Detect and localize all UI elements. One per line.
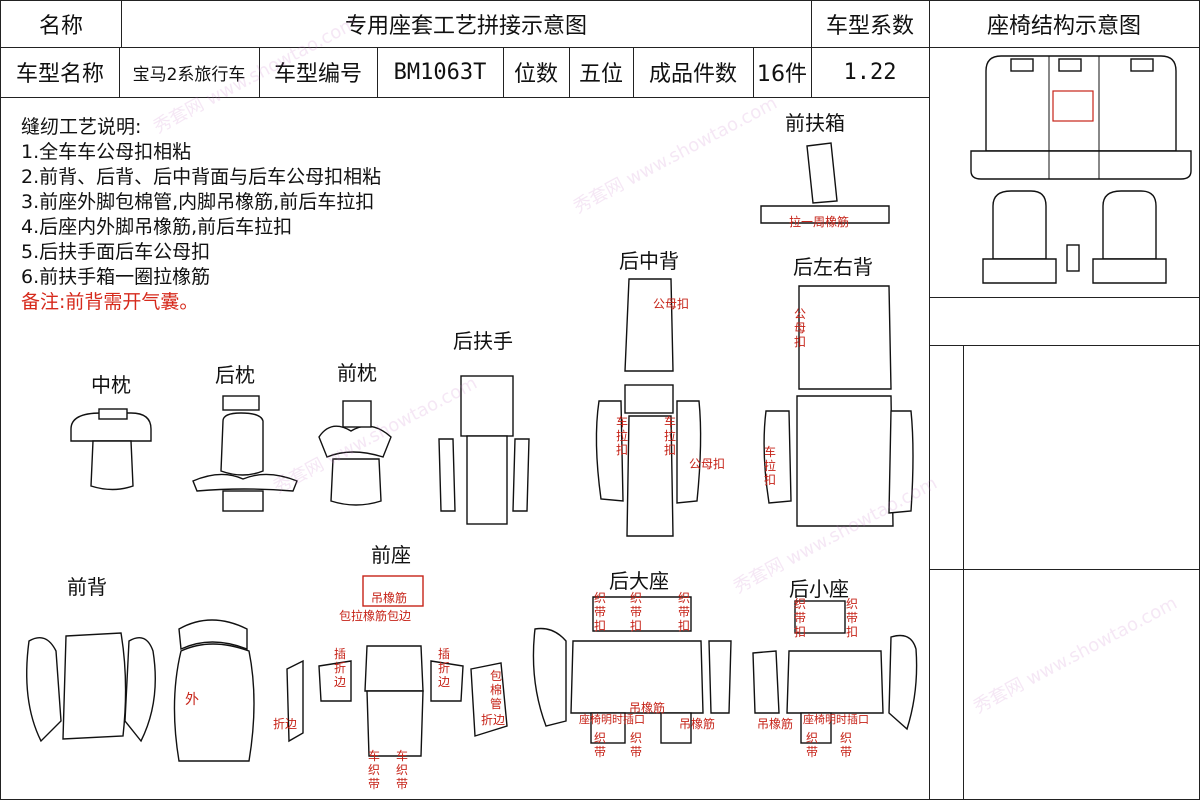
seats-label: 位数 [513,62,558,87]
annotation: 折边 [481,713,506,727]
annotation: 车织带 [367,749,380,791]
grid-line [121,1,122,47]
coef-value: 1.22 [843,59,897,85]
notes-title: 缝纫工艺说明: [21,116,142,138]
annotation: 座椅明时插口 [803,713,869,726]
annotation: 包拉橡筋包边 [339,609,412,623]
annotation: 织带 [805,731,818,759]
annotation: 织带 [629,731,642,759]
model-code-label: 车型编号 [273,62,362,87]
annotation: 车织带 [395,749,408,791]
label-rear-lr-back: 后左右背 [793,255,873,279]
note-item: 5.后扶手面后车公母扣 [21,241,211,263]
annotation: 吊橡筋 [757,717,794,731]
annotation: 车拉扣 [763,445,776,487]
grid-line [929,345,1199,346]
note-item: 4.后座内外脚吊橡筋,前后车拉扣 [21,216,293,238]
annotation: 吊橡筋 [629,701,666,715]
annotation: 车拉扣 [615,415,628,457]
annotation: 公母扣 [653,297,690,311]
annotation: 织带 [593,731,606,759]
grid-line [963,345,964,799]
note-item: 6.前扶手箱一圈拉橡筋 [21,266,211,288]
model-name-value: 宝马2系旅行车 [132,64,246,85]
annotation: 座椅明时插口 [579,713,645,726]
note-item: 1.全车车公母扣相粘 [21,141,192,163]
label-rear-headrest: 后枕 [215,363,255,387]
structure-label: 座椅结构示意图 [986,14,1141,39]
label-rear-small-seat: 后小座 [789,577,849,601]
grid-line [1,97,929,98]
annotation: 吊橡筋 [371,591,408,605]
pieces-value: 16件 [757,62,807,87]
annotation: 吊橡筋 [679,717,716,731]
label-front-armbox: 前扶箱 [785,111,845,135]
grid-line [503,47,504,97]
annotation: 织带 [839,731,852,759]
note-item: 2.前背、后背、后中背面与后车公母扣相粘 [21,166,382,188]
annotation: 公母扣 [793,307,806,349]
annotation: 插折边 [333,647,346,689]
annotation: 外 [185,692,199,708]
grid-line [259,47,260,97]
grid-line [119,47,120,97]
notes-remark: 备注:前背需开气囊。 [21,291,199,313]
label-rear-center-back: 后中背 [619,249,679,273]
grid-line [753,47,754,97]
grid-line [569,47,570,97]
label-front-back: 前背 [67,575,107,599]
label-center-headrest: 中枕 [91,373,131,397]
annotation: 织带扣 [593,591,606,633]
sewing-notes: 缝纫工艺说明: 1.全车车公母扣相粘 2.前背、后背、后中背面与后车公母扣相粘 … [21,115,381,315]
grid-line [377,47,378,97]
coef-label: 车型系数 [825,14,914,39]
page-title: 专用座套工艺拼接示意图 [344,14,587,39]
grid-line [1,47,1199,48]
label-front-seat: 前座 [371,543,411,567]
grid-line [633,47,634,97]
model-name-label: 车型名称 [15,62,104,87]
annotation: 包棉管 [489,669,502,711]
grid-line [929,1,930,799]
annotation: 织带扣 [677,591,690,633]
annotation: 织带扣 [793,597,806,639]
grid-line [929,297,1199,298]
name-label: 名称 [38,14,83,39]
grid-line [811,1,812,97]
annotation: 公母扣 [689,457,726,471]
seat-structure-diagram [970,55,1192,284]
annotation: 车拉扣 [663,415,676,457]
annotation: 拉一周橡筋 [789,215,850,229]
annotation: 织带扣 [845,597,858,639]
seats-value: 五位 [578,62,623,87]
model-code-value: BM1063T [393,59,487,85]
grid-line [929,569,1199,570]
annotation: 织带扣 [629,591,642,633]
label-rear-big-seat: 后大座 [609,569,669,593]
pieces-label: 成品件数 [648,62,737,87]
annotation: 折边 [273,717,298,731]
annotation: 插折边 [437,647,450,689]
note-item: 3.前座外脚包棉管,内脚吊橡筋,前后车拉扣 [21,191,375,213]
label-front-headrest: 前枕 [337,361,377,385]
label-rear-armrest: 后扶手 [453,329,513,353]
